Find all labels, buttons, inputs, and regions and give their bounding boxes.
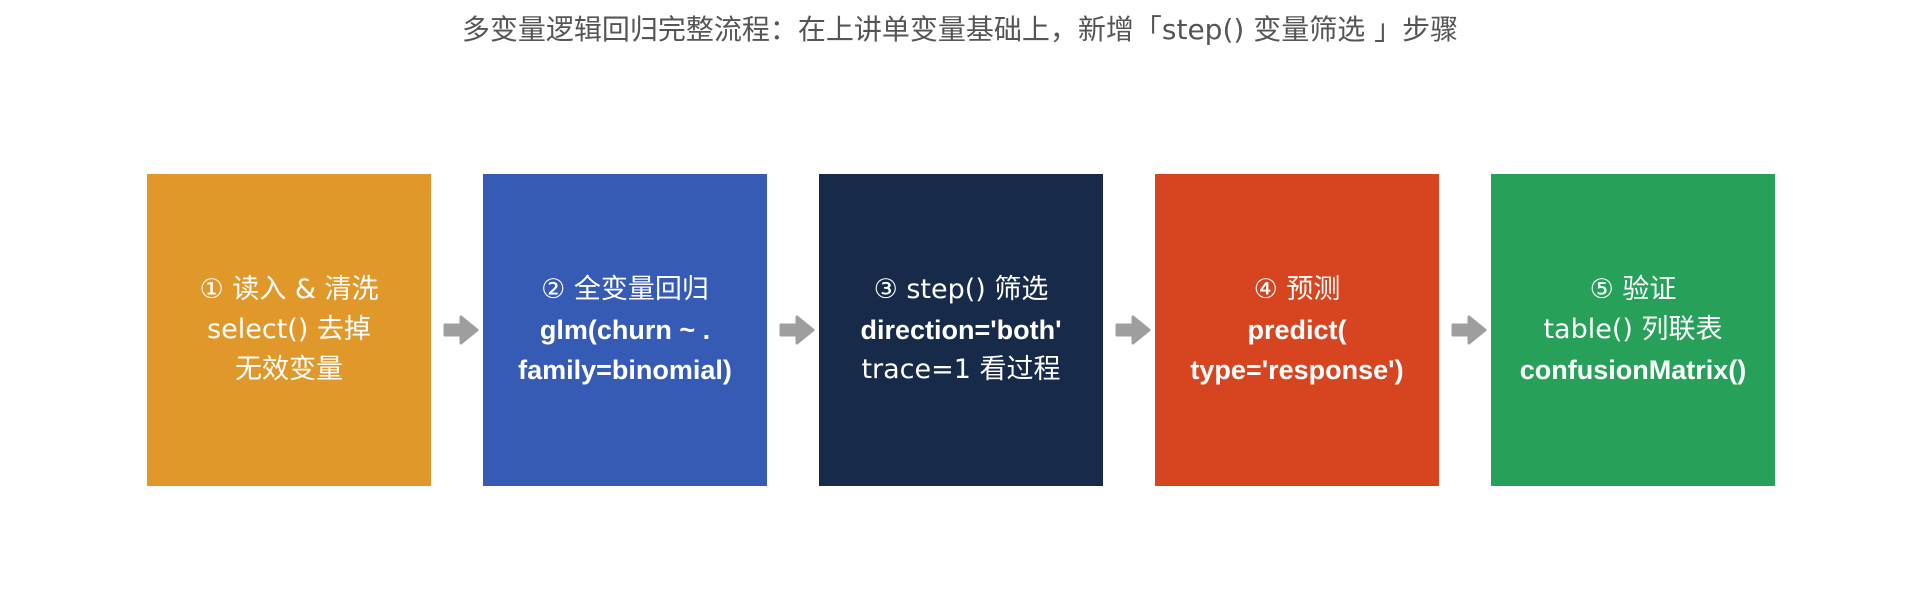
step-5-detail-1: table() 列联表 xyxy=(1543,314,1723,345)
step-4-detail-2: type='response') xyxy=(1190,355,1404,385)
step-box-read-clean: ① 读入 & 清洗 select() 去掉 无效变量 xyxy=(147,174,431,486)
step-4-heading: ④ 预测 xyxy=(1253,274,1341,305)
step-5-detail-2: confusionMatrix() xyxy=(1519,355,1747,385)
step-2-heading: ② 全变量回归 xyxy=(541,274,709,305)
step-2-detail-2: family=binomial) xyxy=(518,355,732,385)
step-2-detail-1: glm(churn ~ . xyxy=(539,315,711,345)
step-5-heading: ⑤ 验证 xyxy=(1589,274,1677,305)
step-box-predict: ④ 预测 predict( type='response') xyxy=(1155,174,1439,486)
step-3-detail-2: trace=1 看过程 xyxy=(861,354,1061,385)
arrow-right-icon xyxy=(779,315,815,345)
step-3-detail-1: direction='both' xyxy=(860,315,1062,345)
step-box-step-selection: ③ step() 筛选 direction='both' trace=1 看过程 xyxy=(819,174,1103,486)
arrow-right-icon xyxy=(1451,315,1487,345)
diagram-title: 多变量逻辑回归完整流程：在上讲单变量基础上，新增「step() 变量筛选 」步骤 xyxy=(461,13,1459,46)
step-box-full-regression: ② 全变量回归 glm(churn ~ . family=binomial) xyxy=(483,174,767,486)
flow-diagram: ① 读入 & 清洗 select() 去掉 无效变量 ② 全变量回归 glm(c… xyxy=(0,174,1920,486)
step-3-heading: ③ step() 筛选 xyxy=(873,274,1049,305)
step-box-validate: ⑤ 验证 table() 列联表 confusionMatrix() xyxy=(1491,174,1775,486)
step-1-detail-1: select() 去掉 xyxy=(207,314,371,345)
step-1-heading: ① 读入 & 清洗 xyxy=(199,274,379,305)
step-4-detail-1: predict( xyxy=(1247,315,1347,345)
step-1-detail-2: 无效变量 xyxy=(235,354,343,385)
arrow-right-icon xyxy=(443,315,479,345)
arrow-right-icon xyxy=(1115,315,1151,345)
